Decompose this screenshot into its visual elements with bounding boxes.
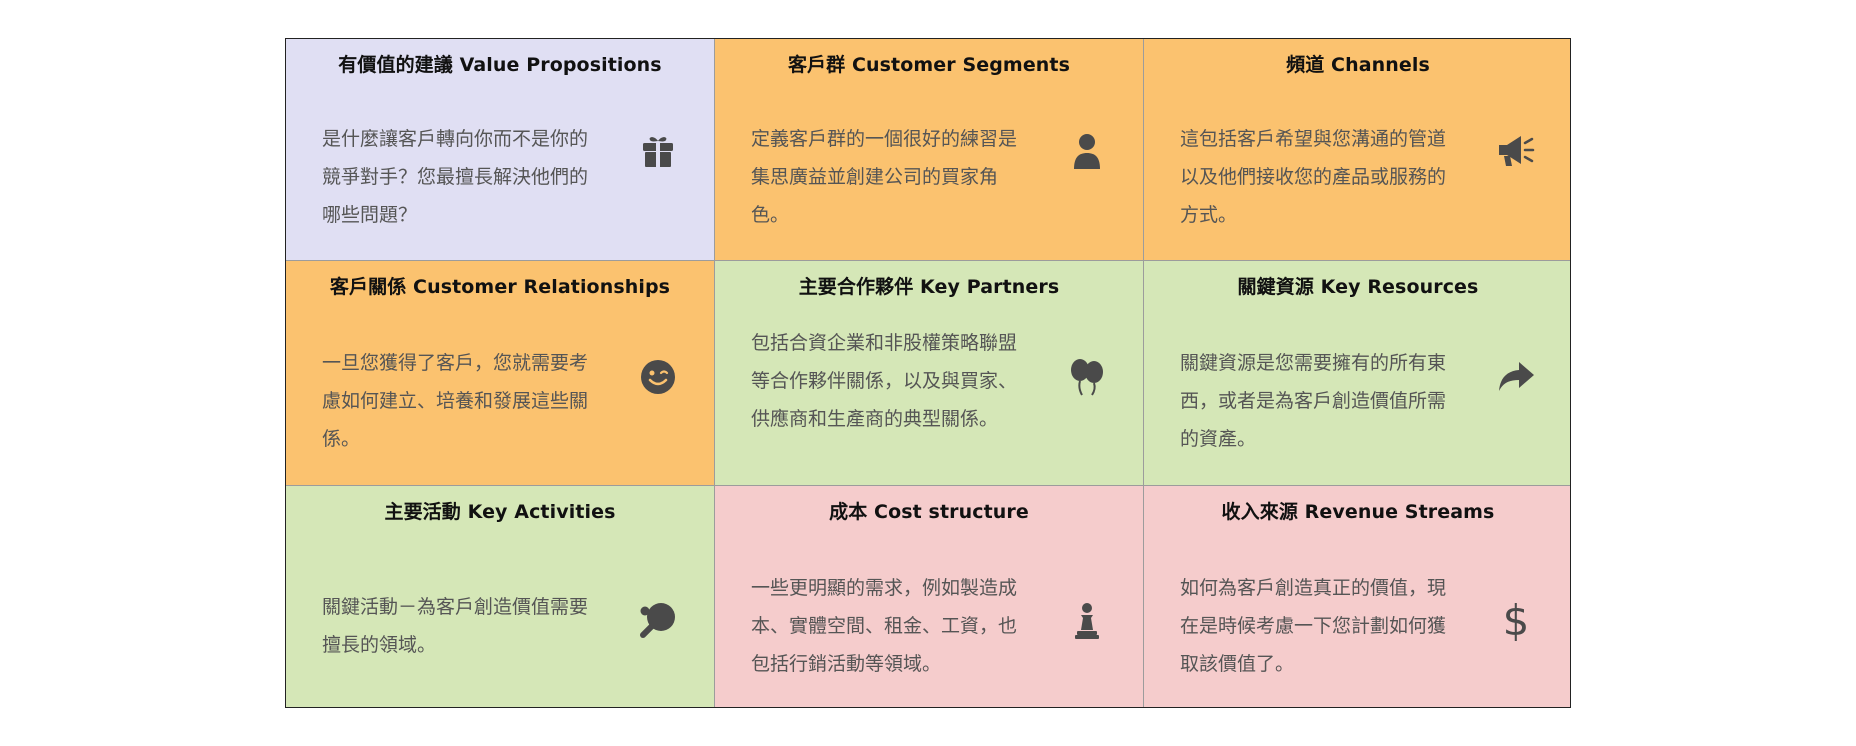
cell-title: 主要合作夥伴 Key Partners <box>798 276 1060 298</box>
cell-channels: 頻道 Channels 這包括客戶希望與您溝通的管道以及他們接收您的產品或服務的… <box>1144 39 1570 261</box>
cell-description: 如何為客戶創造真正的價值，現在是時候考慮一下您計劃如何獲取該價值了。 <box>1180 577 1447 675</box>
cell-key-partners: 主要合作夥伴 Key Partners 包括合資企業和非股權策略聯盟等合作夥伴關… <box>715 261 1144 486</box>
smile-wink-icon <box>638 357 678 397</box>
ping-pong-icon <box>638 601 678 641</box>
cell-title: 客戶關係 Customer Relationships <box>329 276 671 298</box>
cell-title: 成本 Cost structure <box>829 501 1029 523</box>
megaphone-icon <box>1496 131 1536 171</box>
cell-description: 關鍵活動－為客戶創造價值需要擅長的領域。 <box>322 596 589 656</box>
cell-customer-relationships: 客戶關係 Customer Relationships 一旦您獲得了客戶，您就需… <box>286 261 715 486</box>
cell-customer-segments: 客戶群 Customer Segments 定義客戶群的一個很好的練習是集思廣益… <box>715 39 1144 261</box>
cell-title: 頻道 Channels <box>1286 54 1430 76</box>
cell-value-propositions: 有價值的建議 Value Propositions 是什麼讓客戶轉向你而不是你的… <box>286 39 715 261</box>
cell-title: 客戶群 Customer Segments <box>787 54 1071 76</box>
business-model-canvas: 有價值的建議 Value Propositions 是什麼讓客戶轉向你而不是你的… <box>285 38 1571 708</box>
user-icon <box>1067 131 1107 171</box>
cell-description: 一些更明顯的需求，例如製造成本、實體空間、租金、工資，也包括行銷活動等領域。 <box>751 577 1018 675</box>
cell-title: 主要活動 Key Activities <box>384 501 616 523</box>
cell-description: 是什麼讓客戶轉向你而不是你的競爭對手？您最擅長解決他們的哪些問題？ <box>322 128 589 226</box>
cell-revenue-streams: 收入來源 Revenue Streams 如何為客戶創造真正的價值，現在是時候考… <box>1144 486 1570 707</box>
cell-title: 收入來源 Revenue Streams <box>1221 501 1495 523</box>
cell-title: 有價值的建議 Value Propositions <box>338 54 662 76</box>
dollar-icon: $ <box>1502 596 1530 645</box>
cell-title: 關鍵資源 Key Resources <box>1237 276 1479 298</box>
share-arrow-icon <box>1496 357 1536 397</box>
cell-description: 這包括客戶希望與您溝通的管道以及他們接收您的產品或服務的方式。 <box>1180 128 1447 226</box>
chess-pawn-icon <box>1067 601 1107 641</box>
cell-cost-structure: 成本 Cost structure 一些更明顯的需求，例如製造成本、實體空間、租… <box>715 486 1144 707</box>
gift-icon <box>638 131 678 171</box>
cell-key-activities: 主要活動 Key Activities 關鍵活動－為客戶創造價值需要擅長的領域。 <box>286 486 715 707</box>
cell-description: 一旦您獲得了客戶，您就需要考慮如何建立、培養和發展這些關係。 <box>322 352 589 450</box>
cell-description: 關鍵資源是您需要擁有的所有東西，或者是為客戶創造價值所需的資產。 <box>1180 352 1447 450</box>
balloons-icon <box>1067 357 1107 397</box>
cell-key-resources: 關鍵資源 Key Resources 關鍵資源是您需要擁有的所有東西，或者是為客… <box>1144 261 1570 486</box>
cell-description: 定義客戶群的一個很好的練習是集思廣益並創建公司的買家角色。 <box>751 128 1018 226</box>
cell-description: 包括合資企業和非股權策略聯盟等合作夥伴關係，以及與買家、供應商和生產商的典型關係… <box>751 332 1018 430</box>
